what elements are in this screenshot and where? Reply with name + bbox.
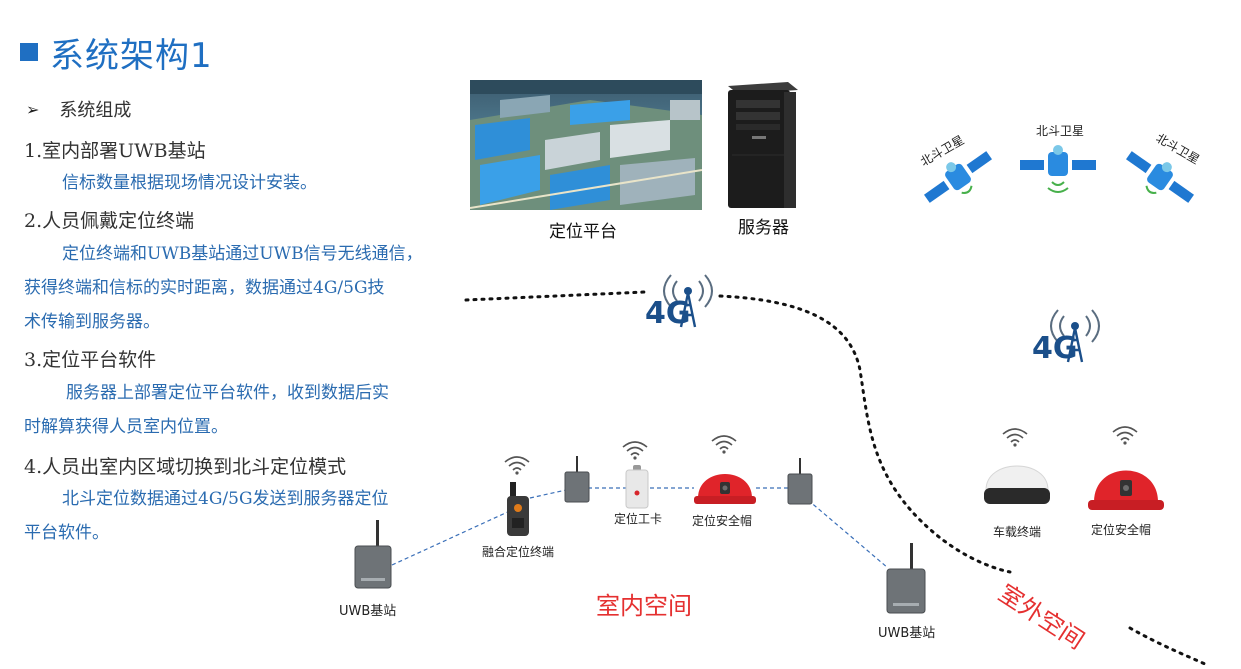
helmet-icon <box>1088 470 1164 510</box>
wifi-signal-icon <box>504 456 530 475</box>
vehicle-terminal-icon <box>984 465 1050 504</box>
indoor-space-label: 室内空间 <box>596 592 692 620</box>
work-card-label: 定位工卡 <box>614 512 663 526</box>
factory-3d-view <box>470 80 702 210</box>
tower-label: 4G <box>645 296 691 330</box>
item-2-desc: 定位终端和UWB基站通过UWB信号无线通信， 获得终端和信标的实时距离，数据通过… <box>24 237 434 339</box>
uwb-station-icon <box>886 543 926 614</box>
item-4-desc: 北斗定位数据通过4G/5G发送到服务器定位 平台软件。 <box>24 482 434 550</box>
title-square-icon <box>20 43 38 61</box>
arrow-bullet-icon: ➢ <box>26 99 40 119</box>
page-title-text: 系统架构1 <box>50 35 213 76</box>
item-2-desc-line: 术传输到服务器。 <box>24 312 160 332</box>
item-2-desc-line: 定位终端和UWB基站通过UWB信号无线通信， <box>62 244 423 264</box>
helmet-label: 定位安全帽 <box>1091 523 1152 537</box>
satellite-3: 北斗卫星 <box>1120 131 1202 216</box>
uwb-station-icon <box>564 456 590 503</box>
uwb-station-label: UWB基站 <box>339 604 397 619</box>
uwb-station-icon <box>354 520 392 589</box>
section-heading: ➢ 系统组成 <box>26 96 131 122</box>
page-title: 系统架构1 <box>20 28 213 76</box>
item-4-desc-line: 北斗定位数据通过4G/5G发送到服务器定位 <box>62 489 389 509</box>
item-1-desc-text: 信标数量根据现场情况设计安装。 <box>62 173 317 193</box>
helmet-icon <box>694 474 756 504</box>
platform-label: 定位平台 <box>549 222 617 242</box>
server-icon <box>728 82 798 208</box>
item-2-desc-line: 获得终端和信标的实时距离，数据通过4G/5G技 <box>24 278 385 298</box>
uwb-station-icon <box>787 458 813 505</box>
fusion-terminal-icon <box>507 482 529 536</box>
item-3-title: 3.定位平台软件 <box>24 349 157 371</box>
section-heading-text: 系统组成 <box>59 100 132 121</box>
item-4-title: 4.人员出室内区域切换到北斗定位模式 <box>24 456 347 478</box>
tower-label: 4G <box>1032 331 1078 365</box>
satellite-1: 北斗卫星 <box>918 132 998 216</box>
satellite-icon <box>1126 151 1194 203</box>
item-2-title: 2.人员佩戴定位终端 <box>24 210 195 232</box>
satellite-label: 北斗卫星 <box>1036 124 1085 138</box>
wifi-signal-icon <box>711 435 737 454</box>
tower-4g-icon: 4G <box>645 274 713 330</box>
helmet-label: 定位安全帽 <box>692 514 753 528</box>
satellite-icon <box>924 151 992 203</box>
item-3-desc-line: 时解算获得人员室内位置。 <box>24 417 228 437</box>
item-3-desc-line: 服务器上部署定位平台软件，收到数据后实 <box>66 383 389 403</box>
wifi-signal-icon <box>1002 428 1028 447</box>
uwb-station-label: UWB基站 <box>878 626 936 641</box>
vehicle-terminal-label: 车载终端 <box>993 525 1042 539</box>
satellite-icon <box>1020 145 1096 193</box>
server-label: 服务器 <box>738 218 789 238</box>
item-4-desc-line: 平台软件。 <box>24 523 109 543</box>
platform-screenshot <box>470 80 702 210</box>
wifi-signal-icon <box>622 441 648 460</box>
wifi-signal-icon <box>1112 426 1138 445</box>
item-1-title: 1.室内部署UWB基站 <box>24 140 206 162</box>
work-card-icon <box>625 465 649 509</box>
item-1-desc: 信标数量根据现场情况设计安装。 <box>24 166 434 200</box>
fusion-terminal-label: 融合定位终端 <box>482 545 555 559</box>
tower-4g-icon: 4G <box>1032 309 1100 365</box>
item-3-desc: 服务器上部署定位平台软件，收到数据后实 时解算获得人员室内位置。 <box>24 376 434 444</box>
